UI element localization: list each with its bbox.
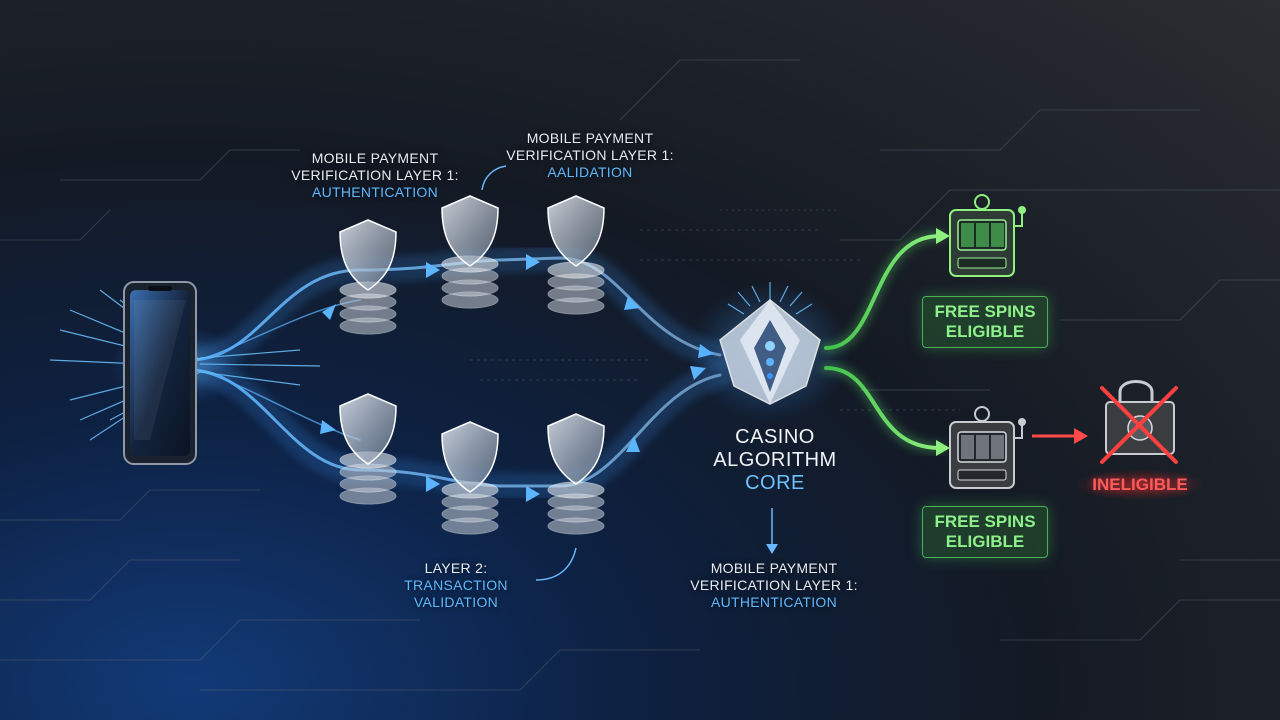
arrow-right-icon <box>526 486 540 502</box>
shield-icon <box>339 393 397 465</box>
label-line: VERIFICATION LAYER 1: <box>690 577 858 593</box>
label-line: MOBILE PAYMENT <box>311 150 439 166</box>
core-title: CASINO ALGORITHM CORE <box>686 426 864 495</box>
slot-machine-icon <box>949 406 1026 489</box>
label-line: AALIDATION <box>547 164 633 180</box>
core-line: CASINO <box>735 426 815 448</box>
arrow-right-icon <box>624 296 640 310</box>
crystal-core-icon <box>690 282 850 422</box>
shield-icon <box>547 195 605 267</box>
core-line: CORE <box>745 472 805 494</box>
padlock-icon <box>1105 380 1175 455</box>
eligible-badge-bottom: FREE SPINS ELIGIBLE <box>922 506 1048 558</box>
label-line: VERIFICATION LAYER 1: <box>506 147 674 163</box>
database-stack-icon <box>547 481 605 535</box>
label-line: VALIDATION <box>413 594 499 610</box>
arrow-right-icon <box>322 304 336 320</box>
security-layers-top <box>339 195 605 335</box>
arrow-right-icon <box>320 420 336 434</box>
arrow-right-icon <box>426 476 440 492</box>
eligible-badge-top: FREE SPINS ELIGIBLE <box>922 296 1048 348</box>
rejection-arrow <box>1032 428 1088 444</box>
label-layer1-authentication: MOBILE PAYMENT VERIFICATION LAYER 1: AUT… <box>290 150 460 201</box>
label-line: LAYER 2: <box>424 560 488 576</box>
label-line: VERIFICATION LAYER 1: <box>291 167 459 183</box>
circuit-traces <box>0 59 1280 691</box>
label-line: AUTHENTICATION <box>311 184 439 200</box>
smartphone-icon <box>123 281 197 465</box>
shield-icon <box>339 219 397 291</box>
x-mark-icon <box>1100 386 1178 464</box>
eligible-flows <box>820 228 950 456</box>
badge-line: FREE SPINS <box>934 302 1036 321</box>
badge-line: ELIGIBLE <box>945 532 1025 551</box>
ineligible-label: INELIGIBLE <box>1078 470 1202 500</box>
label-line: TRANSACTION <box>404 577 508 593</box>
database-stack-icon <box>441 255 499 309</box>
arrow-right-icon <box>526 254 540 270</box>
label-core-authentication: MOBILE PAYMENT VERIFICATION LAYER 1: AUT… <box>684 560 864 611</box>
database-stack-icon <box>547 261 605 315</box>
badge-line: FREE SPINS <box>934 512 1036 531</box>
arrow-right-icon <box>1074 428 1088 444</box>
shield-icon <box>547 413 605 485</box>
label-line: AUTHENTICATION <box>710 594 838 610</box>
shield-icon <box>441 195 499 267</box>
arrow-down-icon <box>766 508 778 554</box>
badge-line: ELIGIBLE <box>945 322 1025 341</box>
label-layer1-validation: MOBILE PAYMENT VERIFICATION LAYER 1: AAL… <box>502 130 678 181</box>
label-connector <box>481 165 507 191</box>
label-line: MOBILE PAYMENT <box>710 560 838 576</box>
label-connector <box>535 547 577 581</box>
label-layer2-transaction: LAYER 2: TRANSACTION VALIDATION <box>396 560 516 611</box>
arrow-right-icon <box>626 436 640 452</box>
security-layers-bottom <box>339 393 605 535</box>
database-stack-icon <box>339 451 397 505</box>
core-line: ALGORITHM <box>713 449 837 471</box>
arrow-right-icon <box>936 228 950 244</box>
arrow-right-icon <box>426 262 440 278</box>
slot-machine-icon <box>949 194 1026 277</box>
arrow-right-icon <box>936 440 950 456</box>
label-line: MOBILE PAYMENT <box>526 130 654 146</box>
shield-icon <box>441 421 499 493</box>
